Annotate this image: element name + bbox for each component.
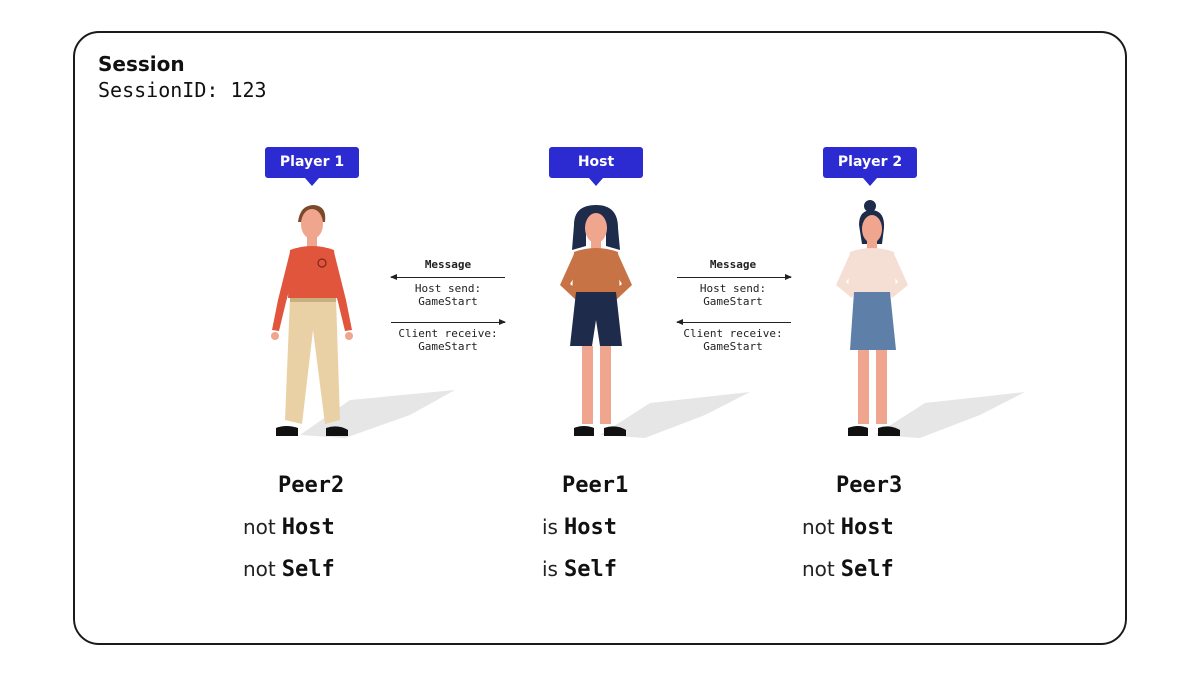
- badge-player-2: Player 2: [823, 147, 917, 186]
- message-receive-right-line1: Client receive:: [683, 327, 783, 340]
- host-status-word: Host: [840, 515, 894, 540]
- arrow-to-peer1-right: [676, 319, 791, 325]
- badge-host: Host: [549, 147, 643, 186]
- session-frame: [73, 31, 1127, 645]
- message-label-left: Message: [424, 258, 472, 271]
- figure-peer3: [836, 200, 908, 436]
- badge-player-1: Player 1: [265, 147, 359, 186]
- host-status-prefix: not: [243, 515, 276, 539]
- arrow-to-peer2: [390, 274, 505, 280]
- host-status-prefix: not: [802, 515, 835, 539]
- message-receive-left-line2: GameStart: [418, 340, 478, 353]
- figure-peer2: [271, 205, 353, 436]
- message-send-right-line1: Host send:: [699, 282, 767, 295]
- figure-peer1: [560, 205, 632, 436]
- self-status-prefix: not: [802, 557, 835, 581]
- message-receive-left: Client receive: GameStart: [383, 327, 513, 353]
- figure-shadows: [300, 390, 1025, 438]
- peer-name-peer1: Peer1: [562, 473, 629, 498]
- message-send-right: Host send: GameStart: [668, 282, 798, 308]
- message-label-right: Message: [709, 258, 757, 271]
- self-status-word: Self: [563, 557, 617, 582]
- peer-name-peer3: Peer3: [836, 473, 903, 498]
- host-status-word: Host: [281, 515, 335, 540]
- session-id: SessionID: 123: [98, 78, 267, 102]
- session-title: Session: [98, 52, 185, 76]
- message-send-left: Host send: GameStart: [383, 282, 513, 308]
- message-send-left-line1: Host send:: [414, 282, 482, 295]
- self-status-prefix: not: [243, 557, 276, 581]
- message-send-right-line2: GameStart: [703, 295, 763, 308]
- self-status-prefix: is: [542, 557, 558, 581]
- self-status-word: Self: [840, 557, 894, 582]
- host-status-word: Host: [563, 515, 617, 540]
- message-receive-right-line2: GameStart: [703, 340, 763, 353]
- message-receive-right: Client receive: GameStart: [668, 327, 798, 353]
- message-send-left-line2: GameStart: [418, 295, 478, 308]
- message-receive-left-line1: Client receive:: [398, 327, 498, 340]
- arrow-to-peer3: [677, 274, 792, 280]
- peer-name-peer2: Peer2: [278, 473, 345, 498]
- host-status-prefix: is: [542, 515, 558, 539]
- arrow-to-peer1-left: [391, 319, 506, 325]
- self-status-word: Self: [281, 557, 335, 582]
